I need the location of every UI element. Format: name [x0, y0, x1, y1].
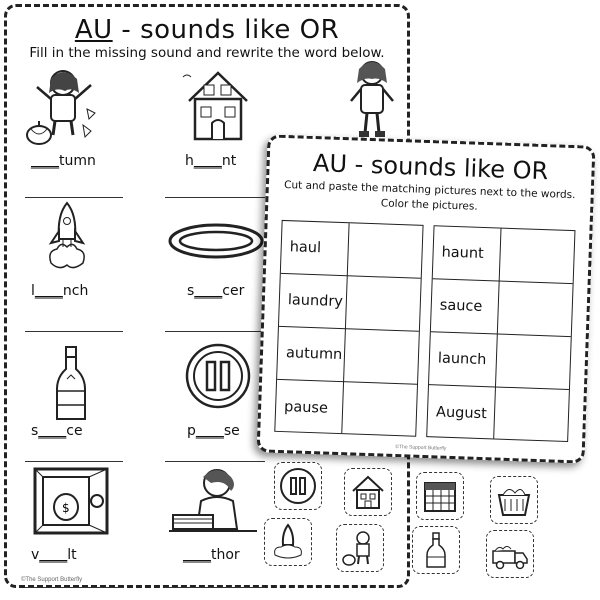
word-row[interactable]: sauce: [430, 279, 573, 338]
title-rest: - sounds like OR: [112, 15, 340, 45]
sauce-bottle-icon: [426, 532, 446, 568]
word-cell: autumn: [285, 345, 343, 364]
word-pause: p____se: [187, 423, 240, 439]
word-cell: laundry: [287, 292, 344, 311]
rewrite-line[interactable]: [165, 587, 265, 588]
haunted-house-icon: [182, 71, 248, 141]
word-row[interactable]: August: [427, 385, 569, 443]
worksheet-title: AU - sounds like OR: [7, 15, 407, 45]
word-vault: v____lt: [31, 547, 77, 563]
word-sauce: s____ce: [31, 423, 83, 439]
left-word-table: haul laundry autumn pause: [274, 219, 424, 438]
cutout-sauce[interactable]: [412, 526, 460, 574]
rewrite-line[interactable]: [165, 331, 265, 332]
cutout-haunt[interactable]: [344, 468, 392, 516]
worksheet-cut-and-paste: AU - sounds like OR Cut and paste the ma…: [256, 134, 596, 464]
rewrite-line[interactable]: [25, 461, 123, 462]
word-cell: pause: [283, 398, 329, 417]
word-row[interactable]: pause: [275, 380, 417, 438]
word-launch: l____nch: [31, 283, 89, 299]
rewrite-line[interactable]: [25, 197, 123, 198]
sauce-bottle-icon: [56, 346, 86, 420]
word-autumn: ____tumn: [31, 153, 96, 169]
word-cell: haul: [289, 239, 322, 257]
word-haunt: h____nt: [185, 153, 237, 169]
author-icon: [169, 469, 257, 532]
word-cell: launch: [437, 350, 487, 369]
word-row[interactable]: haul: [280, 220, 423, 279]
rocket-launch-icon: [274, 523, 302, 559]
pause-icon: [280, 468, 316, 504]
autumn-girl-icon: [342, 531, 370, 566]
word-saucer: s____cer: [187, 283, 245, 299]
rewrite-line[interactable]: [25, 587, 123, 588]
rewrite-line[interactable]: [165, 461, 265, 462]
word-cell: sauce: [439, 297, 483, 315]
rocket-launch-icon: [48, 201, 86, 269]
haul-truck-icon: [492, 546, 528, 570]
vault-safe-icon: $: [33, 467, 109, 535]
rewrite-line[interactable]: [165, 197, 265, 198]
word-author: ____thor: [183, 547, 240, 563]
cutout-august[interactable]: [416, 472, 464, 520]
cutout-haul[interactable]: [486, 530, 534, 578]
worksheet-instructions: Fill in the missing sound and rewrite th…: [29, 45, 385, 61]
calendar-icon: [424, 482, 456, 512]
svg-text:$: $: [62, 501, 70, 515]
title-au: AU: [74, 15, 113, 45]
rewrite-line[interactable]: [25, 331, 123, 332]
saucer-icon: [168, 223, 264, 259]
cutout-autumn[interactable]: [336, 524, 384, 572]
pause-icon: [185, 343, 251, 409]
word-row[interactable]: autumn: [277, 326, 419, 385]
cutout-launch[interactable]: [264, 518, 312, 566]
right-word-table: haunt sauce launch August: [426, 225, 576, 443]
autumn-girl-icon: [26, 70, 96, 145]
cutout-laundry[interactable]: [490, 476, 538, 524]
girl-icon: [350, 61, 394, 137]
word-cell: August: [435, 403, 488, 422]
haunted-house-icon: [352, 475, 384, 509]
word-row[interactable]: laundry: [278, 273, 421, 332]
word-row[interactable]: launch: [428, 332, 571, 391]
credit: ©The Support Butterfly: [21, 577, 83, 583]
laundry-basket-icon: [497, 489, 531, 516]
word-row[interactable]: haunt: [432, 226, 575, 285]
word-cell: haunt: [441, 244, 485, 262]
credit: ©The Support Butterfly: [395, 444, 447, 452]
cutout-pause[interactable]: [274, 462, 322, 510]
